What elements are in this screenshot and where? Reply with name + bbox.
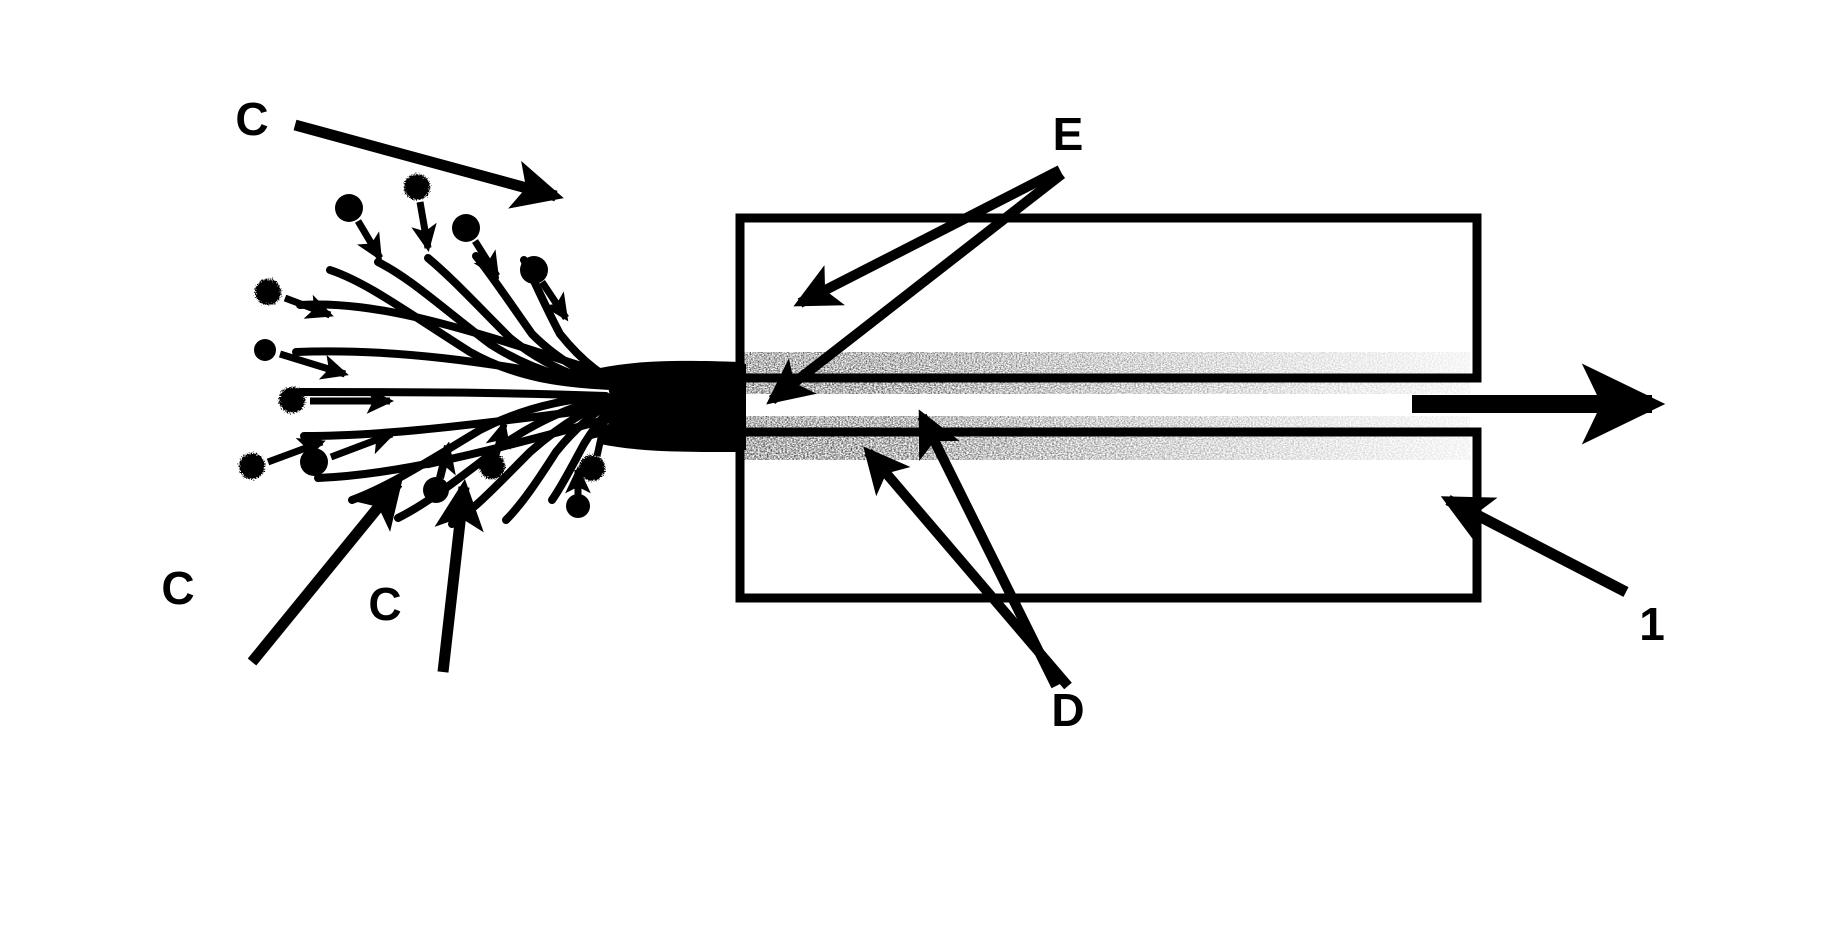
leader-lines — [247, 119, 1629, 690]
particle — [255, 279, 334, 319]
leader-c-top — [293, 119, 564, 209]
label-c-bottom-1: C — [161, 562, 194, 614]
particle — [335, 194, 384, 262]
particle — [404, 174, 437, 252]
particle — [254, 339, 349, 380]
leader-c-bottom-2 — [434, 478, 484, 673]
leader-e-2 — [766, 170, 1066, 405]
particle — [565, 465, 591, 518]
leader-e-1 — [793, 165, 1063, 308]
label-one: 1 — [1639, 598, 1665, 650]
particle — [239, 438, 326, 479]
particle — [279, 387, 395, 414]
label-e: E — [1053, 108, 1084, 160]
label-d: D — [1051, 684, 1084, 736]
particle — [520, 256, 569, 322]
upper-block — [735, 213, 1482, 383]
label-c-top: C — [235, 93, 268, 145]
particle — [452, 214, 500, 280]
label-group: C C C E D 1 — [161, 93, 1664, 736]
label-c-bottom-2: C — [368, 578, 401, 630]
leader-d-2 — [863, 446, 1072, 690]
particle — [300, 430, 396, 476]
leader-c-bottom-1 — [247, 476, 404, 666]
particle — [479, 420, 511, 479]
leader-one — [1440, 495, 1629, 597]
